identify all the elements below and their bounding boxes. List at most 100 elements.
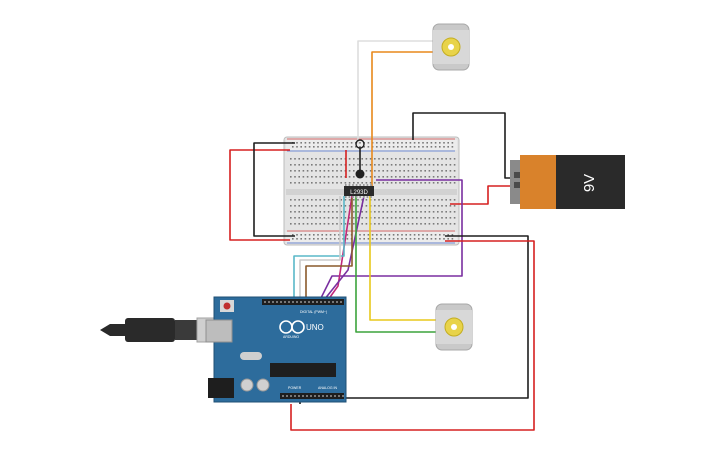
breadboard-hole [428,199,431,201]
breadboard-hole [357,205,359,207]
breadboard-hole [304,234,307,236]
breadboard-hole [348,170,351,172]
breadboard-hole [323,158,326,160]
breadboard-hole [357,158,359,160]
breadboard-hole [428,182,431,184]
breadboard-hole [403,164,405,166]
breadboard-hole [428,205,431,207]
breadboard-hole [384,142,386,144]
breadboard-hole [386,176,389,178]
breadboard-hole [357,211,359,213]
breadboard-hole [441,211,443,213]
breadboard-hole [453,182,456,184]
breadboard-hole [403,170,405,172]
breadboard-hole [292,234,294,236]
breadboard-hole [432,176,435,178]
breadboard-hole [346,234,349,236]
breadboard-hole [378,217,380,219]
breadboard-hole [353,199,355,201]
breadboard-hole [449,158,452,160]
breadboard-hole [390,223,393,225]
breadboard-hole [411,211,414,213]
breadboard-hole [311,170,313,172]
breadboard-hole [378,205,380,207]
breadboard-hole [296,238,298,240]
breadboard-hole [437,164,439,166]
breadboard-hole [300,234,302,236]
breadboard-hole [294,211,296,213]
breadboard-hole [401,142,403,144]
breadboard-hole [407,223,410,225]
breadboard-hole [315,199,317,201]
breadboard-hole [441,176,443,178]
breadboard-hole [369,170,372,172]
chip-pin [348,184,351,186]
breadboard-hole [401,234,403,236]
breadboard-hole [403,158,405,160]
breadboard-hole [338,142,340,144]
l293d-chip[interactable]: L293D [344,184,374,198]
breadboard-hole [449,205,452,207]
breadboard-hole [317,146,319,148]
breadboard-hole [306,158,309,160]
breadboard-hole [432,199,435,201]
breadboard-hole [298,211,300,213]
breadboard-hole [445,158,447,160]
breadboard-hole [334,146,336,148]
breadboard-hole [359,142,361,144]
breadboard-hole [359,238,361,240]
breadboard-hole [378,211,380,213]
breadboard-hole [294,170,296,172]
breadboard-hole [445,217,447,219]
breadboard-hole [350,146,353,148]
breadboard-hole [416,182,418,184]
breadboard-hole [441,158,443,160]
breadboard-hole [453,205,456,207]
breadboard-hole [327,205,330,207]
header-pin [298,395,300,397]
breadboard-hole [420,170,422,172]
breadboard-hole [365,205,368,207]
reset-button[interactable] [223,302,231,310]
breadboard-hole [340,217,342,219]
header-pin [322,395,324,397]
breadboard-hole [407,164,410,166]
breadboard-hole [323,211,326,213]
header-pin [334,395,336,397]
breadboard-hole [315,164,317,166]
breadboard-hole [294,158,296,160]
breadboard-hole [376,142,378,144]
breadboard-hole [376,238,378,240]
breadboard-hole [298,158,300,160]
wire-white-motor1 [357,40,433,144]
breadboard-hole [340,158,342,160]
breadboard-hole [411,170,414,172]
breadboard-hole [290,182,292,184]
breadboard-hole [422,146,424,148]
battery-9v[interactable]: 9V [510,155,625,209]
arduino-uno[interactable]: UNO ARDUINO DIGITAL (PWM~) POWER ANALOG … [205,296,347,403]
breadboard-hole [323,205,326,207]
breadboard-hole [367,238,370,240]
breadboard-hole [323,176,326,178]
breadboard-hole [336,170,338,172]
dc-motor-top[interactable] [432,23,470,71]
breadboard-hole [353,182,355,184]
dc-motor-bottom[interactable] [435,303,473,351]
breadboard-hole [369,176,372,178]
breadboard-hole [292,146,294,148]
breadboard-hole [342,142,344,144]
breadboard-hole [403,199,405,201]
breadboard-hole [317,238,319,240]
breadboard-hole [332,223,334,225]
header-pin [336,301,338,303]
breadboard-hole [304,238,307,240]
breadboard-hole [407,170,410,172]
breadboard-hole [428,158,431,160]
breadboard-hole [332,217,334,219]
breadboard-hole [315,176,317,178]
header-pin [306,395,308,397]
breadboard-hole [416,170,418,172]
breadboard-hole [432,164,435,166]
breadboard-hole [296,146,298,148]
